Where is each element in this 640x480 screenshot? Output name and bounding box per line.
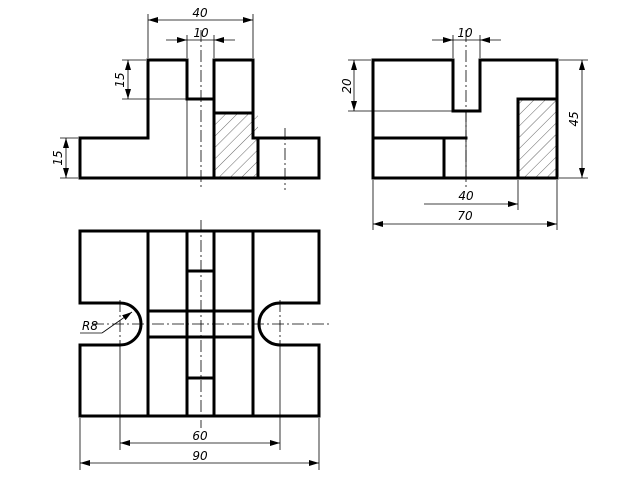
dim-40-side-label: 40 <box>458 189 474 203</box>
top-view-inner-walls <box>146 229 255 418</box>
front-section-edge <box>212 97 260 180</box>
top-view-outline <box>78 229 321 418</box>
dim-10-side-label: 10 <box>457 26 473 40</box>
dim-40-front-label: 40 <box>192 6 208 20</box>
side-section-edge <box>516 97 559 180</box>
side-inner-lines <box>371 136 468 180</box>
dim-15-base-label: 15 <box>51 150 65 165</box>
front-view: 40 10 15 15 <box>51 6 321 190</box>
front-section-hatch <box>214 113 258 178</box>
dim-10-front-label: 10 <box>193 26 209 40</box>
side-view: 10 20 45 40 70 <box>340 26 588 230</box>
dim-45-label: 45 <box>567 111 581 126</box>
dim-60-label: 60 <box>192 429 208 443</box>
dim-r8-label: R8 <box>82 319 98 333</box>
dim-90-label: 90 <box>192 449 208 463</box>
dim-70-label: 70 <box>457 209 473 223</box>
dim-20-label: 20 <box>340 78 354 94</box>
top-view: R8 60 90 <box>78 220 330 470</box>
side-view-outline <box>371 58 559 180</box>
side-section-hatch <box>518 99 557 178</box>
dim-r8-leader <box>101 311 133 334</box>
dim-15-slot-label: 15 <box>113 72 127 87</box>
